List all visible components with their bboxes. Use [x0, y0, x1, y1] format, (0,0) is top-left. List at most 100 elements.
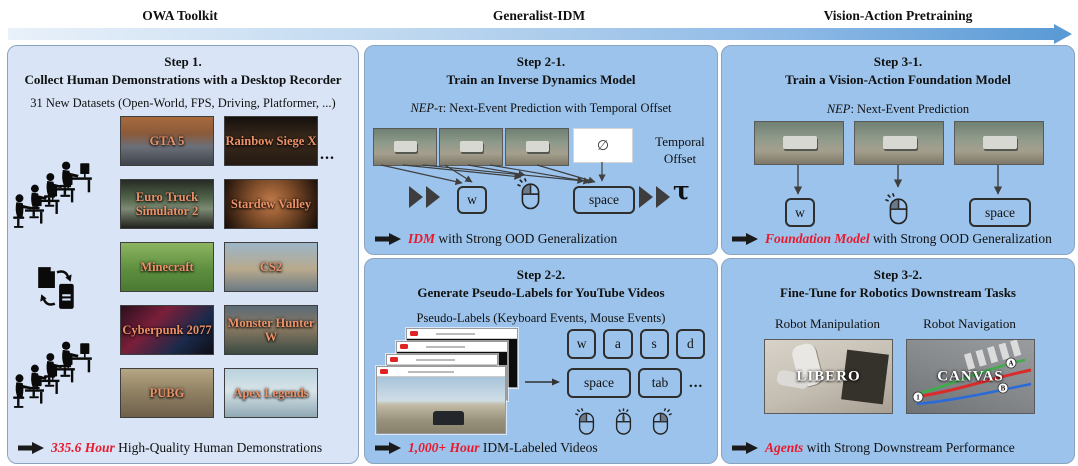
key-d: d: [675, 329, 705, 359]
step2-2-result-text: 1,000+ Hour IDM-Labeled Videos: [408, 440, 598, 456]
header-row: OWA Toolkit Generalist-IDM Vision-Action…: [0, 0, 1078, 24]
step2-2-title: Step 2-2. Generate Pseudo-Labels for You…: [365, 259, 717, 302]
game-title: PUBG: [149, 386, 185, 400]
step1-result-text: 335.6 Hour High-Quality Human Demonstrat…: [51, 440, 322, 456]
timeline-arrowhead-icon: [1054, 24, 1072, 44]
key-tab: tab: [638, 368, 682, 398]
result-rest: with Strong OOD Generalization: [435, 231, 618, 246]
game-thumbnail: Cyberpunk 2077: [120, 305, 214, 355]
mouse-click-icon: [517, 178, 540, 210]
column-title-owa-toolkit: OWA Toolkit: [142, 8, 218, 23]
file-sync-icon: [38, 267, 74, 309]
browser-chrome: [387, 355, 497, 365]
game-thumbnail: GTA 5: [120, 116, 214, 166]
step3-2-result: Agents with Strong Downstream Performanc…: [732, 440, 1015, 456]
fast-forward-icon: [409, 186, 440, 208]
step3-1-title-line2: Train a Vision-Action Foundation Model: [785, 72, 1011, 88]
step2-2-result: 1,000+ Hour IDM-Labeled Videos: [375, 440, 598, 456]
svg-text:1: 1: [916, 394, 920, 402]
browser-chrome: [397, 342, 507, 352]
step3-1-panel: Step 3-1. Train a Vision-Action Foundati…: [721, 45, 1075, 255]
column-title-vision-action-pretraining: Vision-Action Pretraining: [823, 8, 973, 23]
step2-1-panel: Step 2-1. Train an Inverse Dynamics Mode…: [364, 45, 718, 255]
step2-1-title: Step 2-1. Train an Inverse Dynamics Mode…: [365, 46, 717, 89]
youtube-logo-icon: [390, 357, 398, 362]
driving-video-frame: [377, 377, 505, 433]
step3-2-result-text: Agents with Strong Downstream Performanc…: [765, 440, 1015, 456]
step1-result: 335.6 Hour High-Quality Human Demonstrat…: [18, 440, 322, 456]
game-thumbnail: Minecraft: [120, 242, 214, 292]
column-title-generalist-idm: Generalist-IDM: [492, 8, 586, 23]
right-arrow-icon: [732, 233, 758, 245]
browser-titlebar-line: [435, 332, 476, 335]
step2-2-title-line2: Generate Pseudo-Labels for YouTube Video…: [417, 285, 665, 301]
pseudo-label-keys: w a s d space tab ...: [567, 329, 705, 438]
result-rest: with Strong Downstream Performance: [803, 440, 1015, 455]
game-thumbnail: Stardew Valley: [224, 179, 318, 229]
key-space: space: [567, 368, 631, 398]
timeline-arrow-bar: [8, 28, 1056, 40]
mouse-middle-click-icon: [615, 408, 632, 435]
right-arrow-icon: [18, 442, 44, 454]
step3-2-panel: Step 3-2. Fine-Tune for Robotics Downstr…: [721, 258, 1075, 464]
right-arrow-icon: [732, 442, 758, 454]
canvas-image: 1 A B CANVAS: [906, 339, 1035, 414]
right-arrow-icon: [375, 233, 401, 245]
video-frame-3: [954, 121, 1044, 165]
step1-title-line1: Step 1.: [164, 54, 202, 69]
step2-2-title-line1: Step 2-2.: [516, 267, 566, 282]
navigation-paths: 1 A B: [912, 340, 1032, 406]
keys-row-space-tab: space tab ...: [567, 368, 705, 398]
result-rest: IDM-Labeled Videos: [479, 440, 598, 455]
video-frame-1: [373, 128, 437, 166]
step3-2-title-line2: Fine-Tune for Robotics Downstream Tasks: [780, 285, 1016, 301]
result-highlight: 335.6 Hour: [51, 440, 115, 455]
step2-1-title-line2: Train an Inverse Dynamics Model: [446, 72, 636, 88]
step2-1-title-line1: Step 2-1.: [516, 54, 566, 69]
step1-panel: Step 1. Collect Human Demonstrations wit…: [7, 45, 359, 464]
fast-forward-icon: [639, 186, 670, 208]
browser-titlebar-line: [408, 370, 455, 373]
svg-text:B: B: [1001, 385, 1006, 393]
result-highlight: 1,000+ Hour: [408, 440, 480, 455]
subtitle-rest: : Next-Event Prediction with Temporal Of…: [442, 101, 672, 115]
libero-image: LIBERO: [764, 339, 893, 414]
nep-label: NEP: [826, 102, 851, 116]
temporal-offset-label: Temporal Offset: [655, 134, 705, 166]
step2-2-subtitle: Pseudo-Labels (Keyboard Events, Mouse Ev…: [416, 311, 666, 325]
key-a: a: [603, 329, 633, 359]
people-at-desks-icon: [13, 341, 92, 408]
game-thumbnail: Apex Legends: [224, 368, 318, 418]
step1-title: Step 1. Collect Human Demonstrations wit…: [8, 46, 358, 89]
empty-set-symbol: ∅: [596, 137, 610, 154]
youtube-logo-icon: [400, 344, 408, 349]
game-thumbnail: PUBG: [120, 368, 214, 418]
result-highlight: IDM: [408, 231, 436, 246]
video-frame-2: [854, 121, 944, 165]
game-title: GTA 5: [149, 134, 185, 148]
browser-chrome: [377, 367, 505, 377]
game-title: Rainbow Siege X: [225, 134, 317, 148]
browser-chrome: [407, 329, 517, 339]
mouse-right-click-icon: [652, 408, 672, 435]
step3-1-result-text: Foundation Model with Strong OOD General…: [765, 231, 1052, 247]
key-s: s: [639, 329, 669, 359]
step2-2-panel: Step 2-2. Generate Pseudo-Labels for You…: [364, 258, 718, 464]
right-arrow-icon: [375, 442, 401, 454]
canvas-label: CANVAS: [937, 368, 1004, 384]
step3-2-title-line1: Step 3-2.: [873, 267, 923, 282]
step2-1-result-text: IDM with Strong OOD Generalization: [408, 231, 617, 247]
game-title: CS2: [259, 260, 283, 274]
game-thumbnail: CS2: [224, 242, 318, 292]
step1-subtitle: 31 New Datasets (Open-World, FPS, Drivin…: [30, 96, 336, 110]
game-title: Apex Legends: [233, 386, 309, 400]
youtube-logo-icon: [380, 369, 388, 374]
game-title: Minecraft: [140, 260, 194, 274]
key-w: w: [785, 198, 815, 227]
browser-titlebar-line: [415, 358, 456, 361]
result-highlight: Agents: [765, 440, 804, 455]
step3-2-title: Step 3-2. Fine-Tune for Robotics Downstr…: [722, 259, 1074, 302]
people-at-desks-icon: [13, 161, 92, 228]
mouse-left-click-icon: [575, 408, 595, 435]
keys-row-wasd: w a s d: [567, 329, 705, 359]
